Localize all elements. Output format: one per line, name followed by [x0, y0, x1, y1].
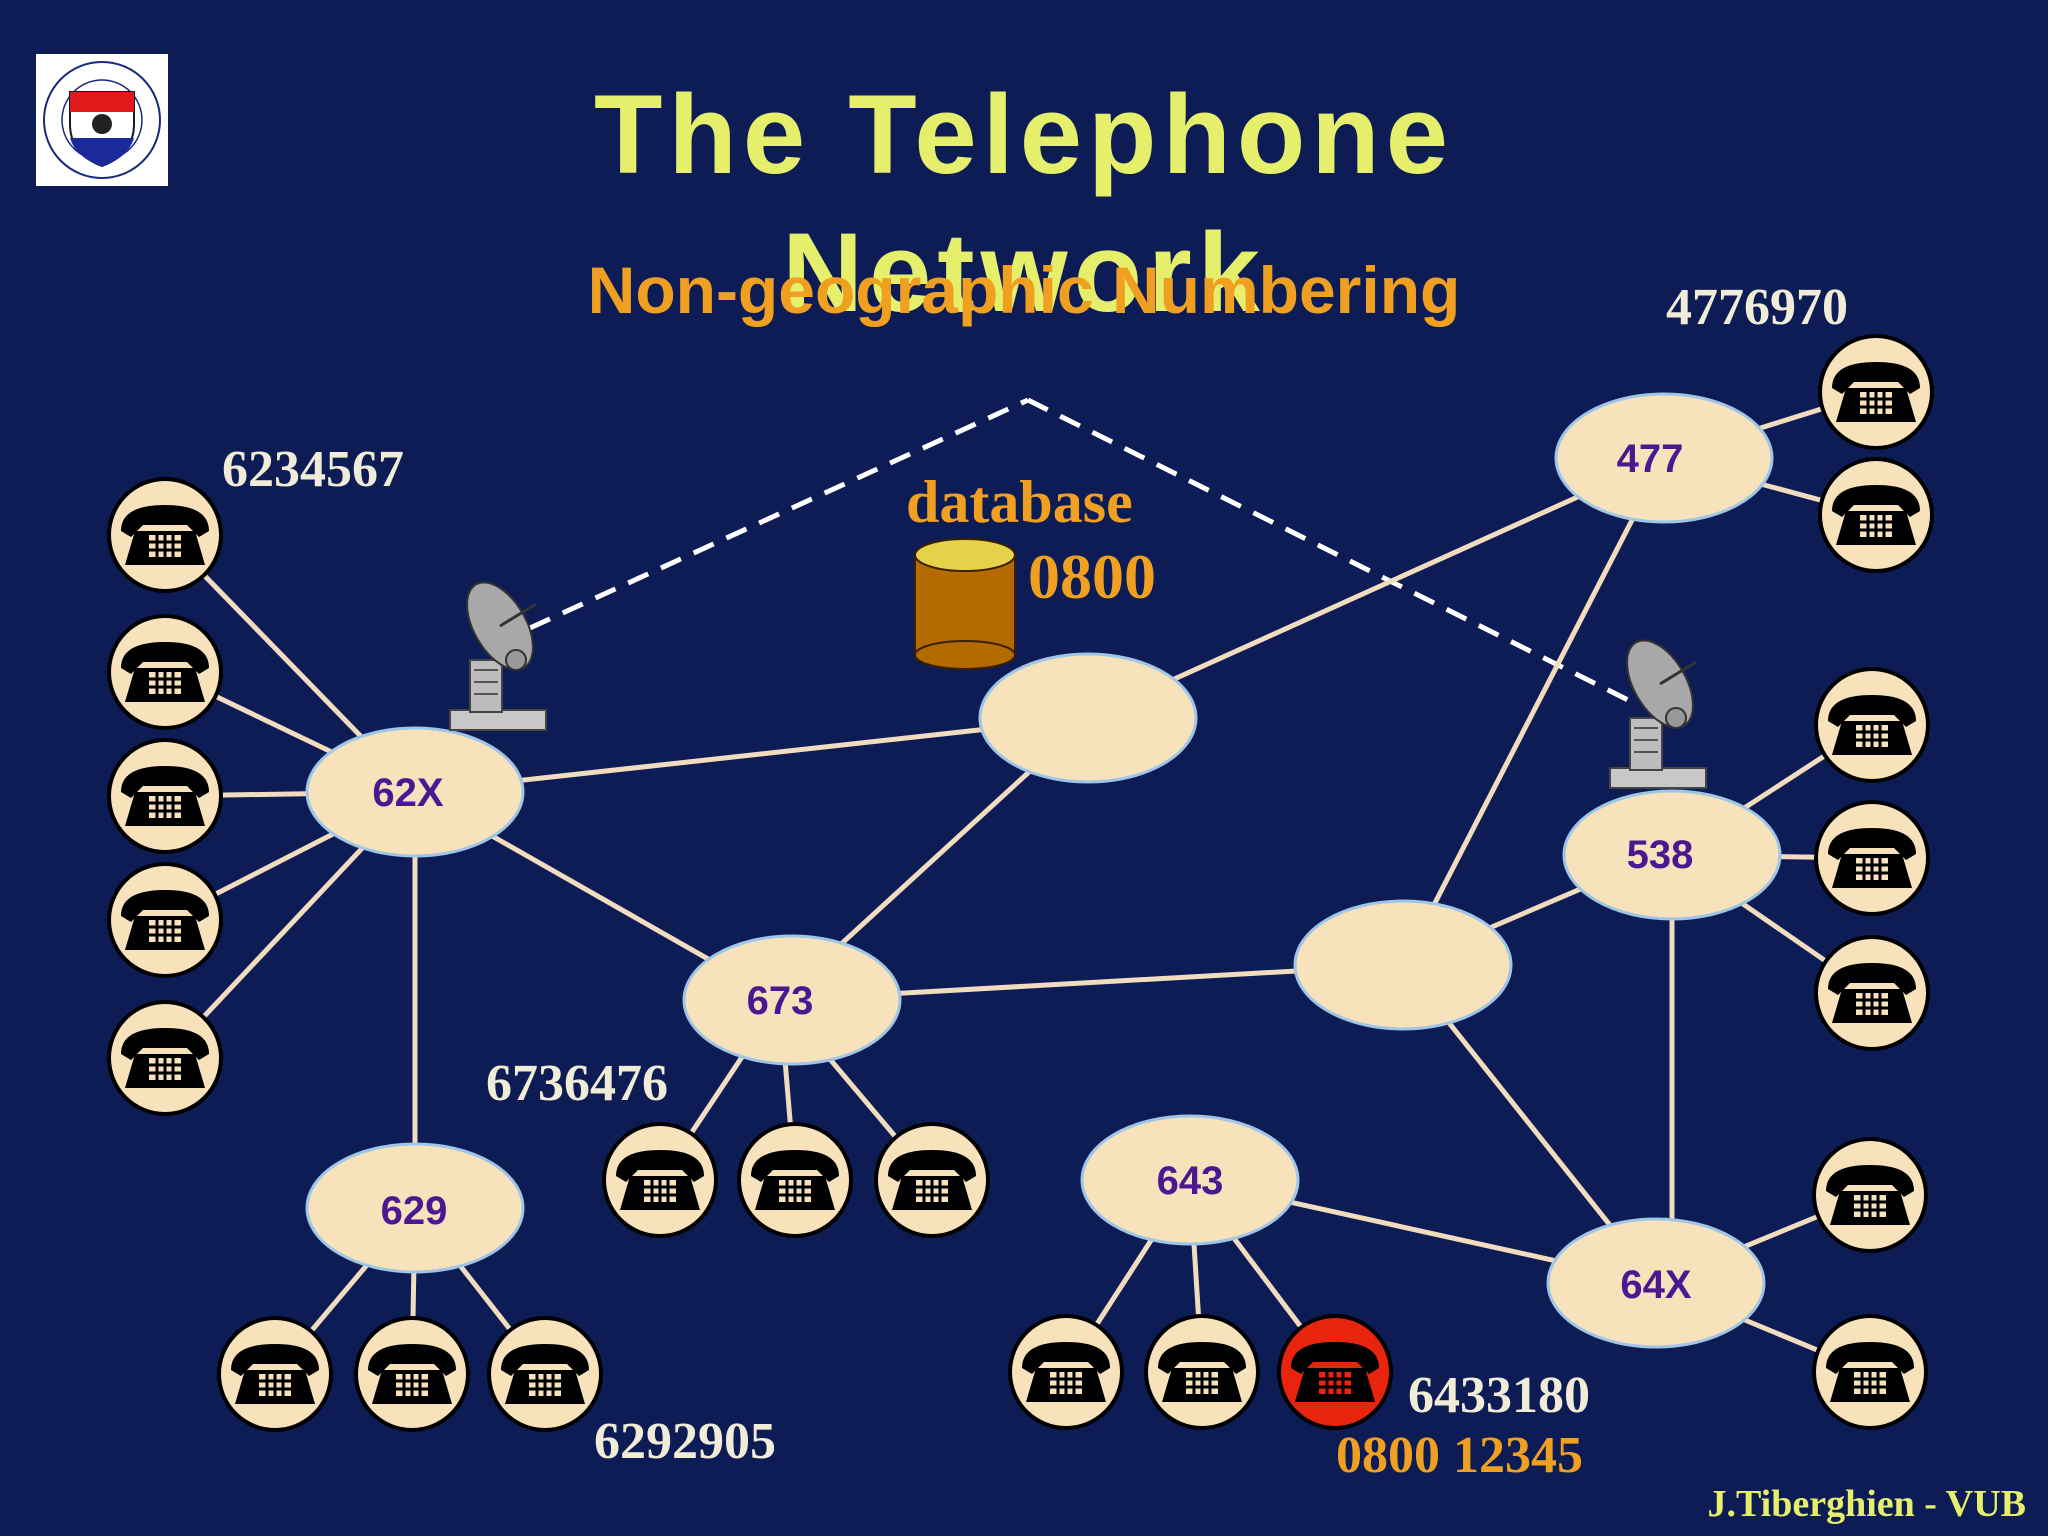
exchange-node-673: [682, 934, 902, 1066]
telephone-icon: [602, 1122, 718, 1238]
telephone-icon: [107, 1000, 223, 1116]
university-seal-logo: [36, 54, 168, 186]
telephone-icon: [1818, 457, 1934, 573]
telephone-icon: [737, 1122, 853, 1238]
exchange-node-643: [1080, 1114, 1300, 1246]
exchange-node-477: [1554, 392, 1774, 524]
exchange-label-673: 673: [747, 979, 814, 1023]
exchange-label-643: 643: [1157, 1159, 1224, 1203]
subscriber-number-6292905: 6292905: [594, 1413, 776, 1470]
exchange-nodes: [305, 392, 1782, 1349]
exchange-label-64x: 64X: [1620, 1263, 1691, 1307]
author-credit: J.Tiberghien - VUB: [1707, 1483, 2026, 1525]
exchange-node-629: [305, 1142, 525, 1274]
database-label: database: [906, 469, 1133, 535]
telephone-icon: [1812, 1137, 1928, 1253]
telephone-icon: [354, 1316, 470, 1432]
telephone-icon: [1814, 667, 1930, 783]
signalling-links: [528, 397, 1630, 703]
exchange-node-hub-right: [1293, 899, 1513, 1031]
trunk-link: [1086, 455, 1666, 721]
exchange-label-477: 477: [1617, 437, 1684, 481]
telephone-icon: [874, 1122, 990, 1238]
subscriber-number-6433180: 6433180: [1408, 1367, 1590, 1424]
exchange-label-538: 538: [1627, 833, 1694, 877]
exchange-node-538: [1562, 789, 1782, 921]
telephone-icon: [1814, 800, 1930, 916]
telephone-icon: [1812, 1314, 1928, 1430]
satellite-dish-icon: [1608, 627, 1709, 790]
telephone-icon: [1814, 935, 1930, 1051]
slide-title-line2: Network: [782, 210, 1266, 335]
slide-title-line1: The Telephone: [594, 72, 1454, 197]
exchange-node-hub-top: [978, 652, 1198, 784]
signalling-link: [528, 397, 1030, 631]
subscriber-number-6736476: 6736476: [486, 1055, 668, 1112]
non-geographic-number: 0800 12345: [1336, 1427, 1583, 1484]
subscriber-number-4776970: 4776970: [1666, 279, 1848, 336]
exchange-label-62x: 62X: [372, 771, 443, 815]
trunk-link: [414, 715, 1089, 795]
exchange-node-62x: [305, 726, 525, 858]
database-icon: [914, 538, 1016, 670]
telephone-icon: [107, 738, 223, 854]
telephone-icon-highlighted: [1277, 1314, 1393, 1430]
telephone-icon: [1818, 334, 1934, 450]
telephone-icon: [107, 862, 223, 978]
trunk-link: [1400, 456, 1667, 967]
signalling-link: [1026, 397, 1630, 703]
exchange-label-629: 629: [381, 1189, 448, 1233]
telephone-icon: [1144, 1314, 1260, 1430]
exchange-node-64x: [1546, 1217, 1766, 1349]
telephone-icon: [1008, 1314, 1124, 1430]
telephone-icon: [487, 1316, 603, 1432]
telephone-icon: [107, 477, 223, 593]
satellite-dish-icon: [448, 569, 549, 732]
slide-subtitle: Non-geographic Numbering: [587, 253, 1461, 327]
subscriber-number-6234567: 6234567: [222, 441, 404, 498]
telephone-icon: [217, 1316, 333, 1432]
telephone-icon: [107, 614, 223, 730]
database-number: 0800: [1028, 541, 1156, 612]
